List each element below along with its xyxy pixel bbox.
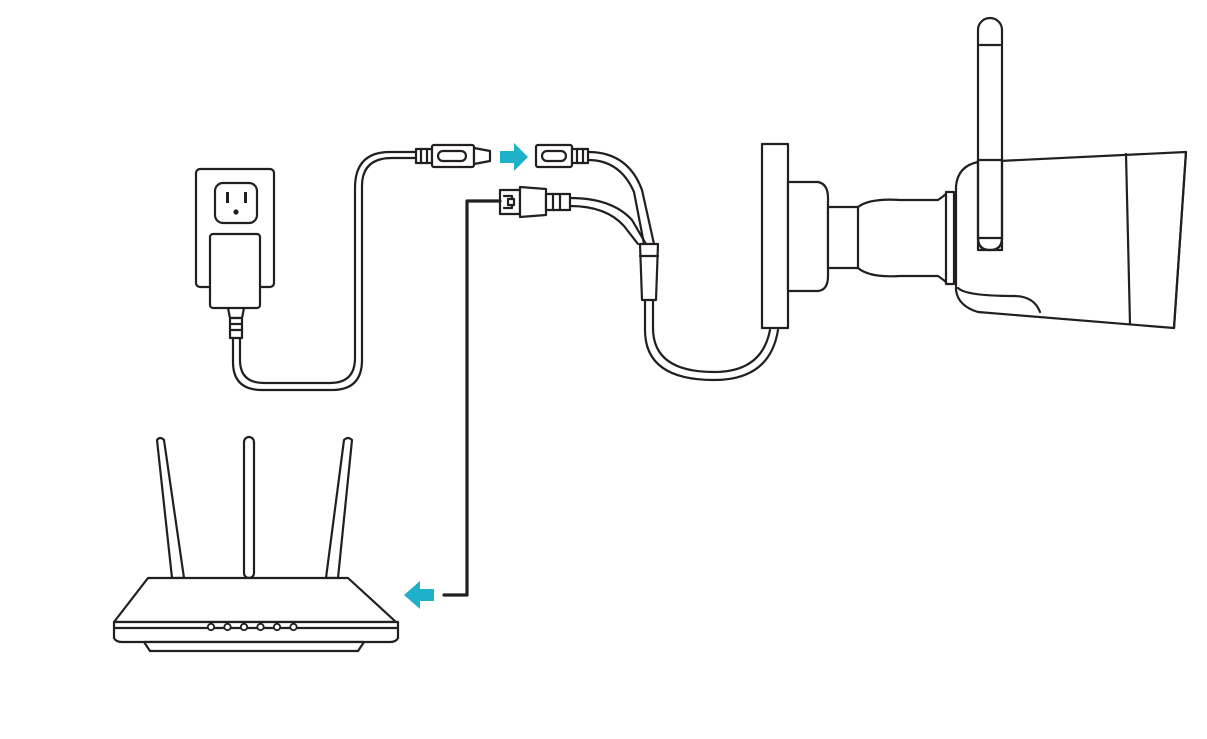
router-led-indicator	[256, 622, 265, 632]
arrow-left-icon	[404, 581, 434, 609]
dc-jack-icon	[534, 143, 590, 169]
router-led-indicator	[289, 622, 298, 632]
wifi-router-icon	[112, 435, 400, 653]
power-cable	[231, 150, 418, 392]
router-led-indicator	[223, 622, 232, 632]
router-leds	[206, 622, 298, 632]
router-led-indicator	[239, 622, 249, 632]
pigtail-cable	[568, 150, 780, 382]
plug-adapter-icon	[208, 232, 262, 340]
router-led-indicator	[206, 622, 216, 632]
router-led-indicator	[272, 622, 282, 632]
bullet-camera-icon	[760, 16, 1188, 330]
arrow-right-icon	[500, 143, 528, 171]
dc-plug-icon	[414, 143, 492, 169]
rj45-port-icon	[498, 185, 572, 219]
network-cable	[442, 199, 502, 597]
